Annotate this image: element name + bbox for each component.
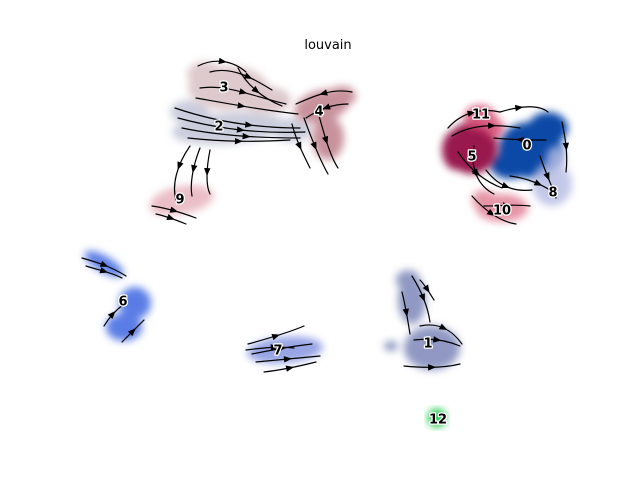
streamline-arrow xyxy=(285,365,295,372)
streamline-arrow xyxy=(99,267,109,274)
streamline-arrow xyxy=(543,172,550,181)
cluster-4-points xyxy=(312,116,344,160)
streamline-arrow xyxy=(322,103,331,110)
cluster-4-points xyxy=(328,86,356,106)
cluster-12-points xyxy=(428,409,446,427)
streamline xyxy=(206,149,211,195)
cluster-1-region xyxy=(384,270,460,370)
cluster-label-2: 2 xyxy=(214,120,223,135)
streamline-arrow xyxy=(433,336,442,343)
streamline-arrow xyxy=(237,102,246,109)
streamline-arrow xyxy=(191,164,198,174)
streamline xyxy=(195,97,299,115)
cluster-label-1: 1 xyxy=(423,337,432,352)
streamline-arrow xyxy=(502,202,512,209)
cluster-3-points xyxy=(187,62,223,86)
streamline-arrow xyxy=(244,121,254,128)
cluster-12-region xyxy=(428,409,446,427)
streamline-arrow xyxy=(514,104,524,112)
streamline-arrow xyxy=(236,126,245,133)
streamline xyxy=(245,346,295,351)
streamline xyxy=(509,175,557,195)
streamline-arrow xyxy=(533,179,543,186)
streamline-arrow xyxy=(472,168,481,176)
streamline-arrow xyxy=(271,333,281,341)
cluster-label-5: 5 xyxy=(467,150,476,165)
cluster-4-region xyxy=(294,86,356,160)
streamline-arrow xyxy=(166,213,175,220)
cluster-5-region xyxy=(442,122,498,174)
cluster-8-region xyxy=(532,146,572,206)
cluster-8-points xyxy=(546,146,566,174)
cluster-label-12: 12 xyxy=(429,413,447,428)
streamline-arrow xyxy=(486,208,496,216)
cluster-0-points xyxy=(528,112,568,144)
cluster-label-10: 10 xyxy=(493,204,511,219)
streamline-arrow xyxy=(488,122,497,129)
cluster-1-points xyxy=(404,326,460,370)
streamline-arrow xyxy=(243,72,253,79)
streamline-arrow xyxy=(238,88,248,95)
streamline-arrow xyxy=(515,136,525,144)
streamline-arrow xyxy=(295,141,302,151)
streamline xyxy=(499,106,549,113)
cluster-5-points xyxy=(442,130,470,170)
cluster-0-points xyxy=(490,151,530,179)
velocity-streamlines xyxy=(81,57,569,373)
cluster-10-points xyxy=(472,190,496,210)
streamline-arrow xyxy=(418,293,425,302)
cluster-9-points xyxy=(150,197,170,215)
streamline-arrow xyxy=(251,85,260,94)
cluster-0-region xyxy=(490,112,568,179)
cluster-label-11: 11 xyxy=(472,108,490,123)
streamline xyxy=(173,145,191,201)
streamline-arrow xyxy=(438,323,448,330)
streamline xyxy=(177,117,306,133)
streamline-arrow xyxy=(242,133,251,140)
streamline-arrow xyxy=(127,328,136,337)
cluster-regions xyxy=(84,62,572,427)
cluster-label-4: 4 xyxy=(314,105,323,120)
streamline-arrow xyxy=(310,141,317,151)
cluster-label-0: 0 xyxy=(522,139,531,154)
cluster-6-points xyxy=(119,287,151,319)
streamline-arrow xyxy=(319,89,328,96)
streamline-arrow xyxy=(218,57,227,65)
streamline xyxy=(190,147,201,197)
streamline-arrow xyxy=(283,356,292,363)
streamline xyxy=(181,127,301,139)
streamline-arrow xyxy=(467,110,476,117)
cluster-1-points xyxy=(396,270,420,290)
streamline-arrow xyxy=(234,137,243,145)
streamline-arrow xyxy=(169,206,179,213)
streamline-arrow xyxy=(422,284,430,294)
streamline-arrow xyxy=(270,344,279,351)
cluster-9-region xyxy=(150,185,214,215)
cluster-label-9: 9 xyxy=(175,193,184,208)
cluster-label-3: 3 xyxy=(219,81,228,96)
cluster-2-points xyxy=(272,118,312,142)
streamline-arrow xyxy=(204,167,211,177)
streamline-arrow xyxy=(177,161,184,170)
streamline-arrow xyxy=(99,260,109,267)
streamline xyxy=(174,107,301,129)
chart-title: louvain xyxy=(304,38,351,53)
cluster-7-region xyxy=(247,336,323,364)
streamline-arrow xyxy=(428,364,437,371)
cluster-7-points xyxy=(247,336,323,364)
cluster-1-points xyxy=(384,341,398,351)
streamline-arrow xyxy=(321,135,329,145)
streamline-arrow xyxy=(402,308,409,317)
cluster-label-7: 7 xyxy=(273,344,282,359)
streamline-arrow xyxy=(107,311,116,320)
cluster-10-region xyxy=(472,190,528,222)
streamline-arrow xyxy=(562,142,569,151)
streamline xyxy=(451,125,521,137)
cluster-label-8: 8 xyxy=(548,186,557,201)
cluster-label-6: 6 xyxy=(118,295,127,310)
cluster-8-points xyxy=(532,162,572,206)
streamline-arrow xyxy=(501,182,510,189)
